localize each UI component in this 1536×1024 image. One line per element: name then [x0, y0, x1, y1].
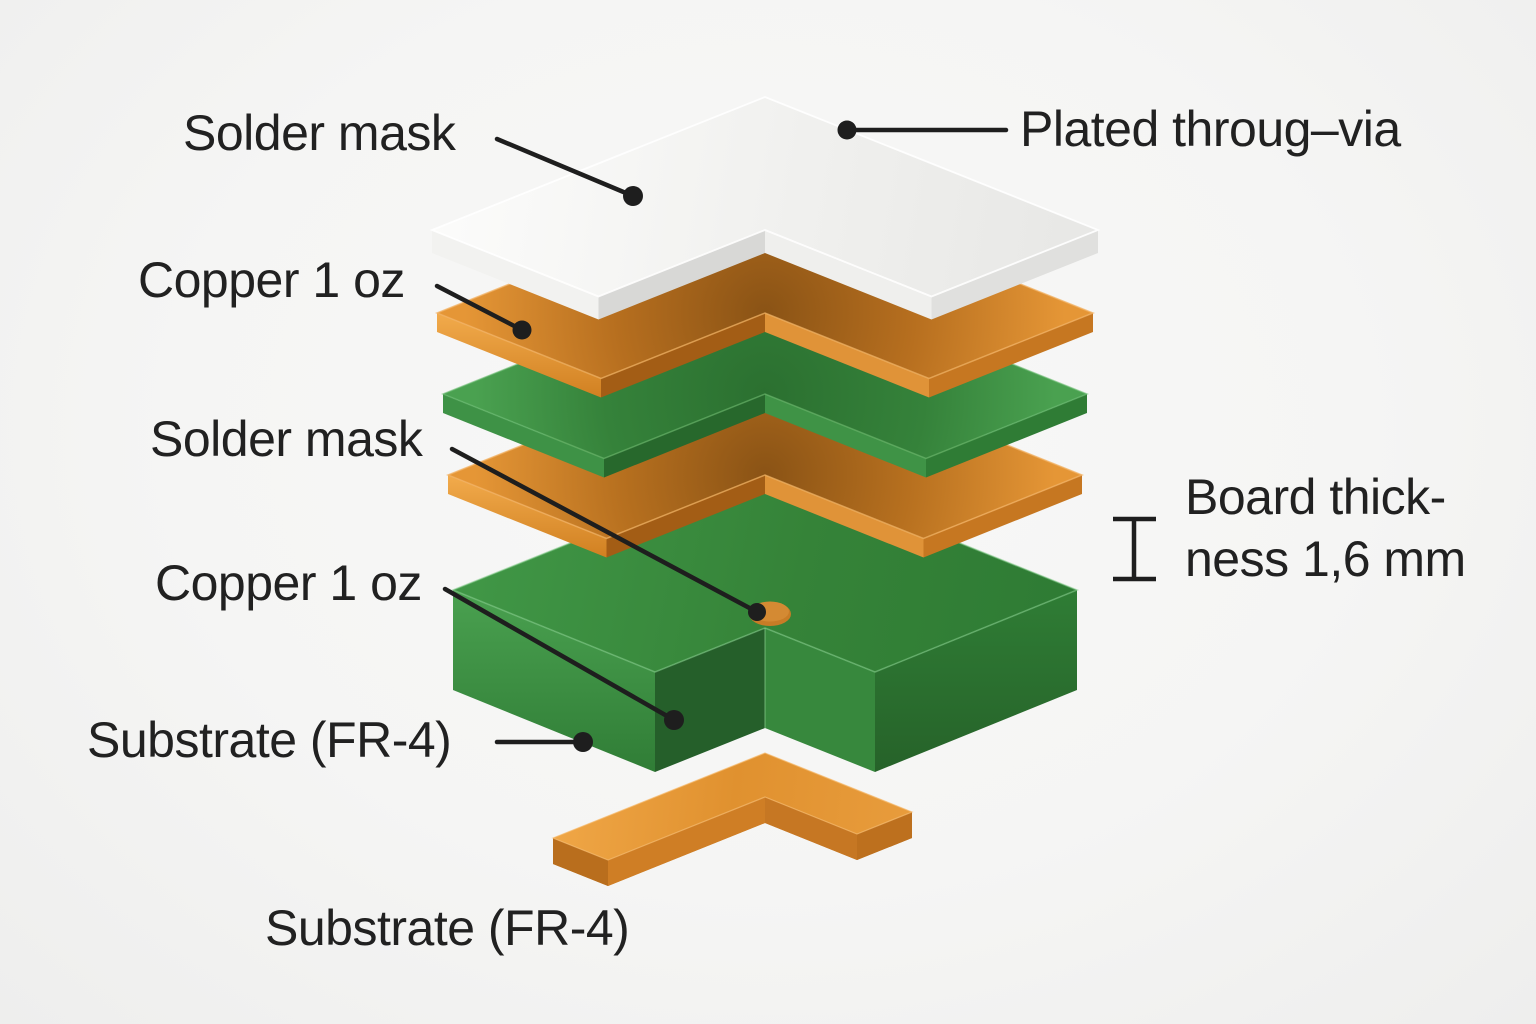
- label-copper-inner: Copper 1 oz: [155, 555, 422, 611]
- green1-band-notch-left: [604, 394, 765, 478]
- copper-trace-end-cap-right: [857, 812, 912, 860]
- leader-solder-mask-top: [494, 136, 636, 199]
- substrate-face-notch-right: [765, 628, 875, 772]
- leader-copper-top: [434, 283, 525, 333]
- copper2-band-front-left: [448, 475, 607, 558]
- substrate-face-front-left: [453, 590, 655, 772]
- layer-substrate-block: [450, 464, 1080, 772]
- label-substrate-side: Substrate (FR-4): [87, 712, 451, 768]
- layer-copper-bottom-trace: [551, 752, 914, 886]
- copper1-band-front-right: [929, 313, 1093, 398]
- layer-copper-inner-plate: [445, 347, 1085, 558]
- copper1-band-notch-left: [601, 313, 765, 398]
- label-board-thickness-line1: Board thick-: [1185, 469, 1446, 525]
- leader-dot-plated-via: [837, 120, 857, 140]
- copper-trace-side-inner-right: [765, 797, 857, 860]
- copper2-band-notch-right: [765, 475, 924, 558]
- white-band-front-left: [432, 230, 599, 320]
- copper-trace-top-face: [551, 752, 914, 861]
- leader-solder-mask-inner: [449, 446, 760, 615]
- white-band-notch-left: [598, 230, 765, 320]
- copper2-top-face: [445, 347, 1085, 540]
- copper-trace-side-inner-left: [608, 797, 765, 886]
- copper1-top-face: [434, 181, 1096, 380]
- label-plated-via: Plated throug–via: [1020, 101, 1401, 157]
- white-band-notch-right: [765, 230, 932, 320]
- green1-band-front-right: [926, 394, 1087, 478]
- board-thickness-dimension-marker: [1113, 516, 1156, 582]
- white-top-face: [429, 96, 1101, 298]
- green1-band-front-left: [443, 394, 604, 478]
- leader-dot-copper-inner: [664, 710, 684, 730]
- white-band-front-right: [931, 230, 1098, 320]
- label-substrate-bottom: Substrate (FR-4): [265, 900, 629, 956]
- label-solder-mask-top: Solder mask: [183, 105, 457, 161]
- layer-solder-mask-inner-plate: [440, 264, 1090, 478]
- copper-trace-end-cap-left: [553, 838, 608, 886]
- substrate-face-notch-left: [655, 628, 765, 772]
- green1-band-notch-right: [765, 394, 926, 478]
- copper1-band-front-left: [437, 313, 601, 398]
- copper2-band-front-right: [923, 475, 1082, 558]
- leader-lines: [434, 120, 1009, 752]
- label-board-thickness-line2: ness 1,6 mm: [1185, 531, 1466, 587]
- label-solder-mask-inner: Solder mask: [150, 411, 424, 467]
- leader-dot-copper-top: [512, 320, 532, 340]
- substrate-face-front-right: [875, 590, 1077, 772]
- copper2-band-notch-left: [606, 475, 765, 558]
- leader-dot-solder-mask-top: [623, 186, 643, 206]
- leader-dot-substrate: [573, 732, 593, 752]
- green1-top-face: [440, 264, 1090, 460]
- layer-solder-mask-top-plate: [429, 96, 1101, 320]
- label-copper-top: Copper 1 oz: [138, 252, 405, 308]
- leader-copper-inner: [442, 586, 677, 723]
- layer-copper-top-plate: [434, 181, 1096, 398]
- leader-dot-solder-mask-inner: [748, 603, 766, 621]
- copper1-band-notch-right: [765, 313, 929, 398]
- labels: Solder mask Plated throug–via Copper 1 o…: [87, 101, 1466, 956]
